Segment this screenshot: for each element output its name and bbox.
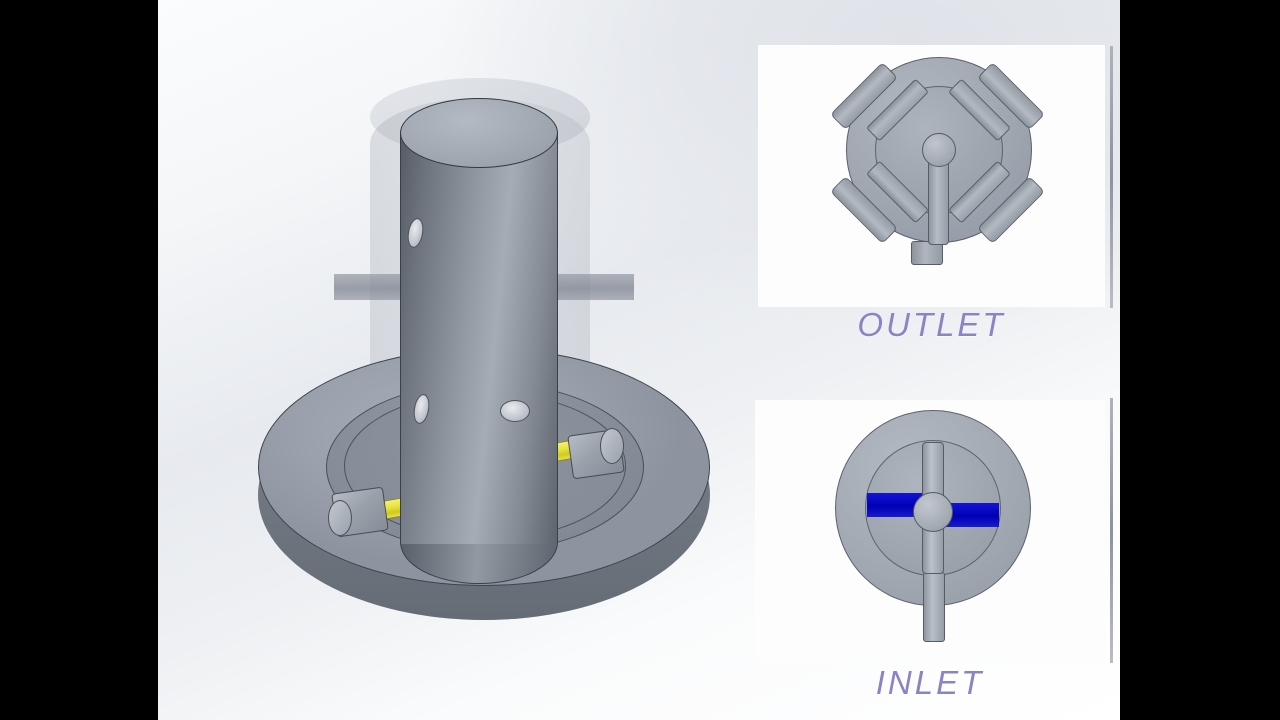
inlet-center-hub xyxy=(913,492,953,532)
rotor-port-hole-right xyxy=(500,400,530,422)
cad-viewport[interactable]: OUTLET INLET xyxy=(158,0,1120,720)
slider-block-left-pin xyxy=(328,500,352,536)
panel-outlet-caption: OUTLET xyxy=(857,306,1006,343)
panel-inlet-right-rule xyxy=(1110,398,1113,663)
letterbox-bar-right xyxy=(1120,0,1280,720)
letterbox-bar-left xyxy=(0,0,158,720)
inlet-bottom-stem xyxy=(923,572,945,642)
outlet-bottom-port xyxy=(911,241,943,265)
panel-inlet-caption: INLET xyxy=(875,664,985,701)
outlet-center-hub xyxy=(922,133,956,167)
rotary-valve-assembly-isometric[interactable] xyxy=(248,70,718,650)
panel-outlet-right-rule xyxy=(1110,46,1113,308)
inlet-valve-diagram xyxy=(755,400,1105,662)
panel-outlet[interactable] xyxy=(758,45,1105,307)
rotor-cylinder xyxy=(400,132,558,544)
rotor-cylinder-top-face xyxy=(400,98,558,168)
slider-block-right-pin xyxy=(600,428,624,464)
outlet-valve-diagram xyxy=(758,45,1105,307)
panel-inlet[interactable] xyxy=(755,400,1105,662)
